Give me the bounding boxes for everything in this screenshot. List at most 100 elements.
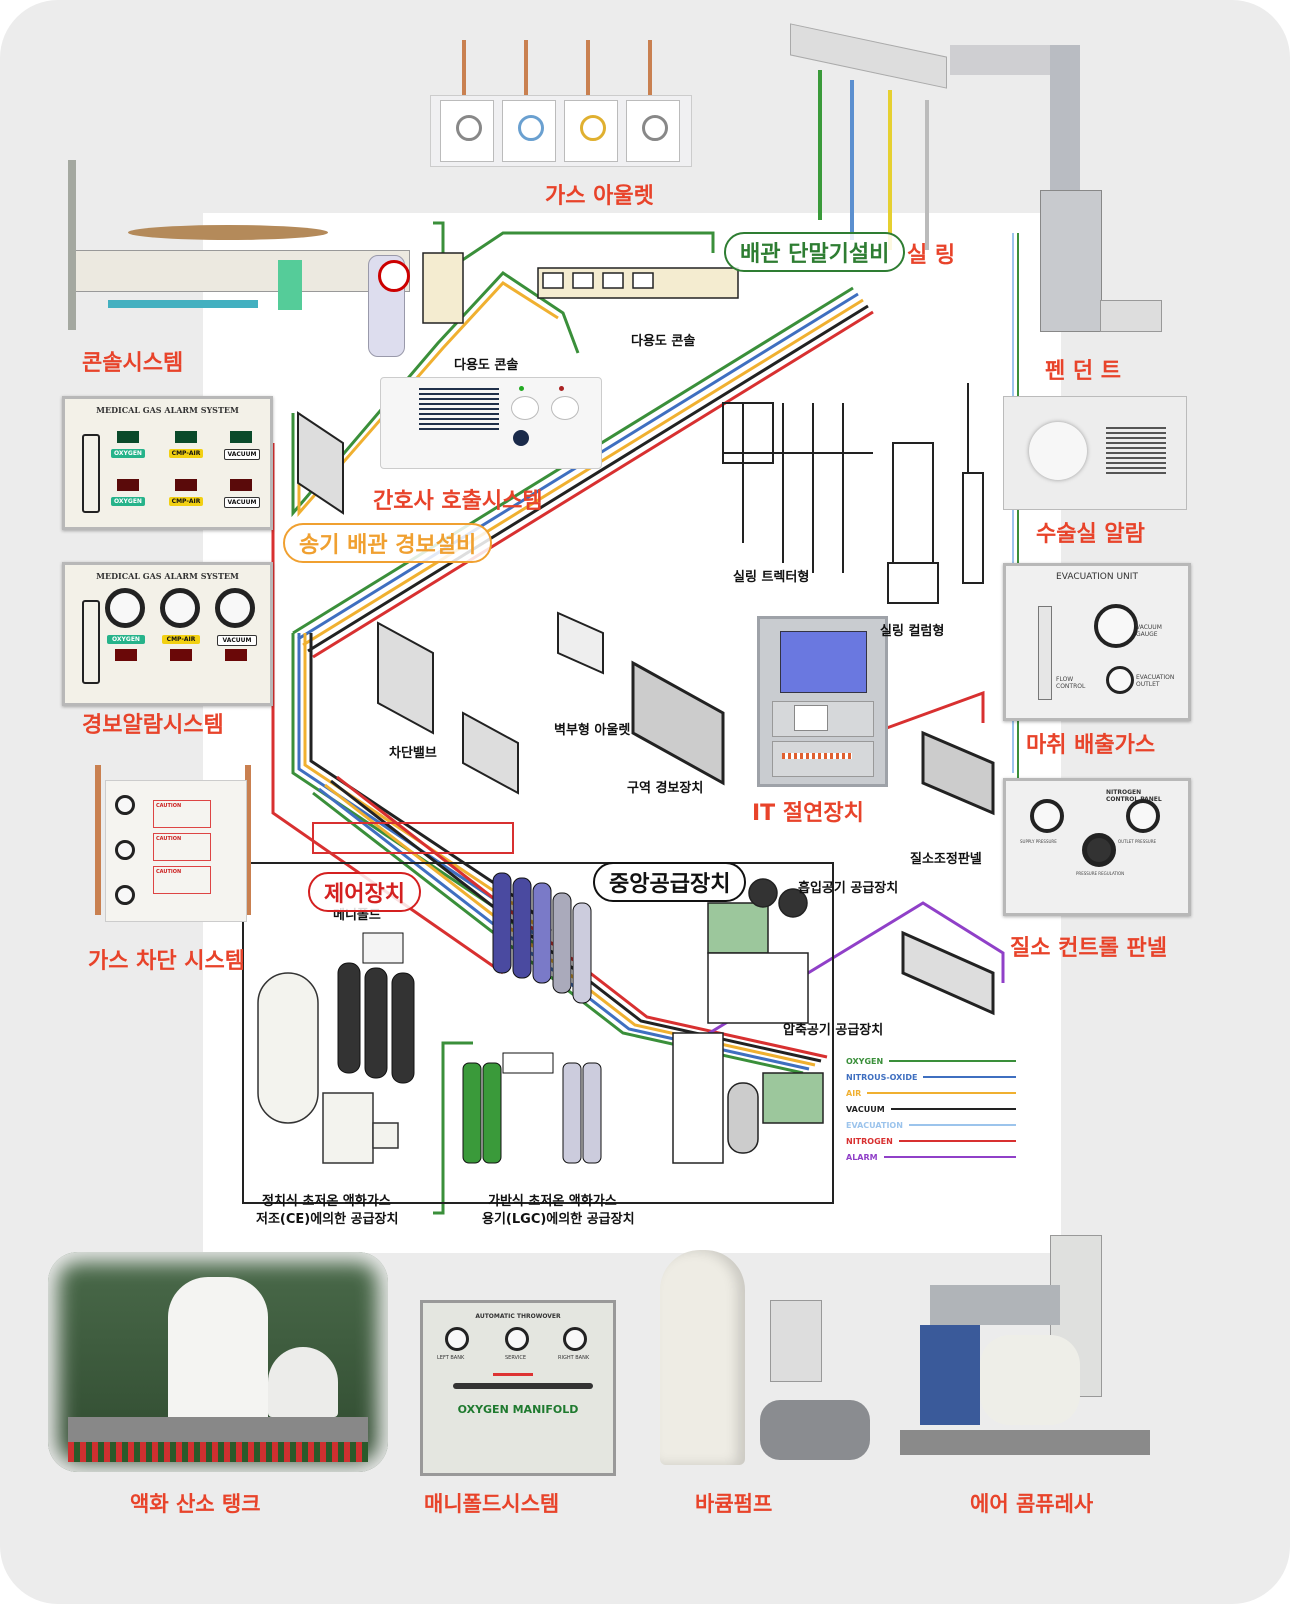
legend-line-swatch — [923, 1076, 1016, 1078]
medical-gas-alarm-panel-1: MEDICAL GAS ALARM SYSTEM OXYGEN CMP-AIR … — [62, 396, 273, 530]
label-ceiling-trolley: 실링 트렉터형 — [733, 570, 810, 585]
manifold-cylinders — [337, 932, 415, 1084]
central-cylinders — [492, 872, 592, 1004]
oxygen-supply-line — [433, 1041, 473, 1215]
label-pendant: 펜 던 트 — [1045, 359, 1122, 384]
supply-pressure-gauge — [1030, 799, 1064, 833]
label-ce-supply-2: 저조(CE)에의한 공급장치 — [256, 1212, 399, 1227]
label-it-isolation: IT 절연장치 — [752, 801, 864, 826]
gas-outlet-photo — [430, 40, 692, 167]
vacuum-pump-photo — [660, 1240, 880, 1470]
pendant-photo — [940, 40, 1190, 340]
pill-pipeline-alarm: 송기 배관 경보설비 — [283, 523, 493, 563]
legend-label: OXYGEN — [846, 1056, 884, 1066]
label-anesthesia-exhaust: 마취 배출가스 — [1026, 733, 1156, 758]
it-isolation-photo — [757, 616, 888, 787]
ceiling-column — [887, 383, 984, 604]
label-sealing: 실 링 — [907, 243, 956, 268]
label-ce-supply-1: 정치식 초저온 액화가스 — [262, 1194, 391, 1209]
alarm-led-vacuum-2 — [230, 479, 252, 491]
pipeline-schematic — [203, 213, 1061, 1253]
caption-vacuum-pump: 바큠펌프 — [695, 1492, 773, 1516]
gauge-tag-vacuum: VACUUM — [217, 635, 257, 646]
ce-tank — [257, 972, 399, 1164]
alarm-tag-oxygen-1: OXYGEN — [111, 449, 145, 458]
panel-title: MEDICAL GAS ALARM SYSTEM — [96, 571, 239, 581]
pill-terminal-equipment: 배관 단말기설비 — [724, 232, 906, 272]
legend-label: EVACUATION — [846, 1120, 903, 1130]
oxygen-manifold-title: OXYGEN MANIFOLD — [457, 1403, 579, 1416]
shutoff-gauge-3 — [115, 885, 135, 905]
legend-label: ALARM — [846, 1152, 878, 1162]
alarm-tag-cmpair-2: CMP-AIR — [169, 497, 203, 506]
shutoff-valve-box-3 — [462, 711, 519, 795]
alarm-tag-vacuum-2: VACUUM — [224, 497, 260, 508]
label-zone-alarm: 구역 경보장치 — [627, 781, 704, 796]
alarm-led-cmpair-1 — [175, 431, 197, 443]
label-intake-air: 흡입공기 공급장치 — [798, 881, 899, 896]
compressed-air-unit — [672, 1032, 824, 1164]
caution-title: CAUTION — [156, 869, 182, 875]
medical-gas-alarm-panel-2: MEDICAL GAS ALARM SYSTEM OXYGEN CMP-AIR … — [62, 562, 273, 706]
legend-item-air: AIR — [846, 1085, 1016, 1101]
flowmeter — [1038, 606, 1052, 700]
legend-item-oxygen: OXYGEN — [846, 1053, 1016, 1069]
bank-switch-arrow — [493, 1373, 533, 1376]
pipe-bundle-central — [312, 775, 828, 1075]
throwover-label: AUTOMATIC THROWOVER — [475, 1313, 561, 1320]
service-label: SERVICE — [505, 1355, 527, 1361]
outlet-pressure-label: OUTLET PRESSURE — [1118, 839, 1157, 844]
gauge-tag-cmpair: CMP-AIR — [162, 635, 200, 644]
legend-label: NITROUS-OXIDE — [846, 1072, 918, 1082]
right-bank-label: RIGHT BANK — [558, 1355, 590, 1361]
legend-label: VACUUM — [846, 1104, 885, 1114]
alarm-tag-cmpair-1: CMP-AIR — [169, 449, 203, 458]
label-compressed-air: 압축공기 공급장치 — [783, 1023, 884, 1038]
nurse-call-photo — [380, 377, 602, 469]
gauge-led-cmpair — [170, 649, 192, 661]
alarm-panel-right — [901, 930, 995, 1016]
shutoff-gauge-1 — [115, 795, 135, 815]
gauge-tag-oxygen: OXYGEN — [107, 635, 145, 644]
label-alarm-system: 경보알람시스템 — [82, 713, 224, 738]
legend-item-evacuation: EVACUATION — [846, 1117, 1016, 1133]
intake-air-unit — [707, 878, 809, 1024]
label-console-system: 콘솔시스템 — [82, 351, 184, 376]
nitrogen-line — [872, 690, 985, 735]
nitrogen-panel-schematic — [921, 730, 995, 816]
panel-title: MEDICAL GAS ALARM SYSTEM — [96, 405, 239, 415]
zone-alarm-panel — [631, 660, 725, 786]
caution-title: CAUTION — [156, 803, 182, 809]
legend-line-swatch — [867, 1092, 1016, 1094]
pressure-gauge-oxygen — [105, 588, 145, 628]
service-gauge — [505, 1327, 529, 1351]
outlet-pressure-gauge — [1126, 799, 1160, 833]
legend-label: NITROGEN — [846, 1136, 893, 1146]
evacuation-unit-panel: EVACUATION UNIT VACUUM GAUGE FLOW CONTRO… — [1003, 563, 1191, 721]
sealing-photo — [790, 23, 950, 250]
multi-console-2 — [537, 267, 739, 299]
alarm-tag-oxygen-2: OXYGEN — [111, 497, 145, 506]
pill-control-device: 제어장치 — [308, 872, 421, 912]
alarm-tag-vacuum-1: VACUUM — [224, 449, 260, 460]
pressure-regulation-label: PRESSURE REGULATION — [1076, 871, 1125, 876]
pressure-gauge-vacuum — [215, 588, 255, 628]
caption-manifold-system: 매니폴드시스템 — [424, 1492, 560, 1516]
label-nurse-call: 간호사 호출시스템 — [373, 489, 543, 514]
ceiling-trolley — [722, 402, 873, 573]
label-shutoff-valve: 차단밸브 — [389, 746, 437, 761]
caution-label-2: CAUTION — [153, 833, 211, 861]
multi-console-1 — [422, 252, 464, 324]
supply-pressure-label: SUPPLY PRESSURE — [1020, 839, 1057, 844]
pressure-gauge-cmpair — [160, 588, 200, 628]
alarm-led-oxygen-2 — [117, 479, 139, 491]
gauge-led-oxygen — [115, 649, 137, 661]
or-alarm-photo — [1003, 396, 1187, 510]
shutoff-valve-box-1 — [297, 411, 344, 515]
label-gas-outlet: 가스 아울렛 — [545, 184, 654, 209]
nitrogen-control-panel: NITROGEN CONTROL PANEL SUPPLY PRESSURE O… — [1003, 778, 1191, 916]
caution-label-1: CAUTION — [153, 800, 211, 828]
legend-label: AIR — [846, 1088, 862, 1098]
caption-liquid-oxygen-tank: 액화 산소 탱크 — [130, 1492, 261, 1516]
